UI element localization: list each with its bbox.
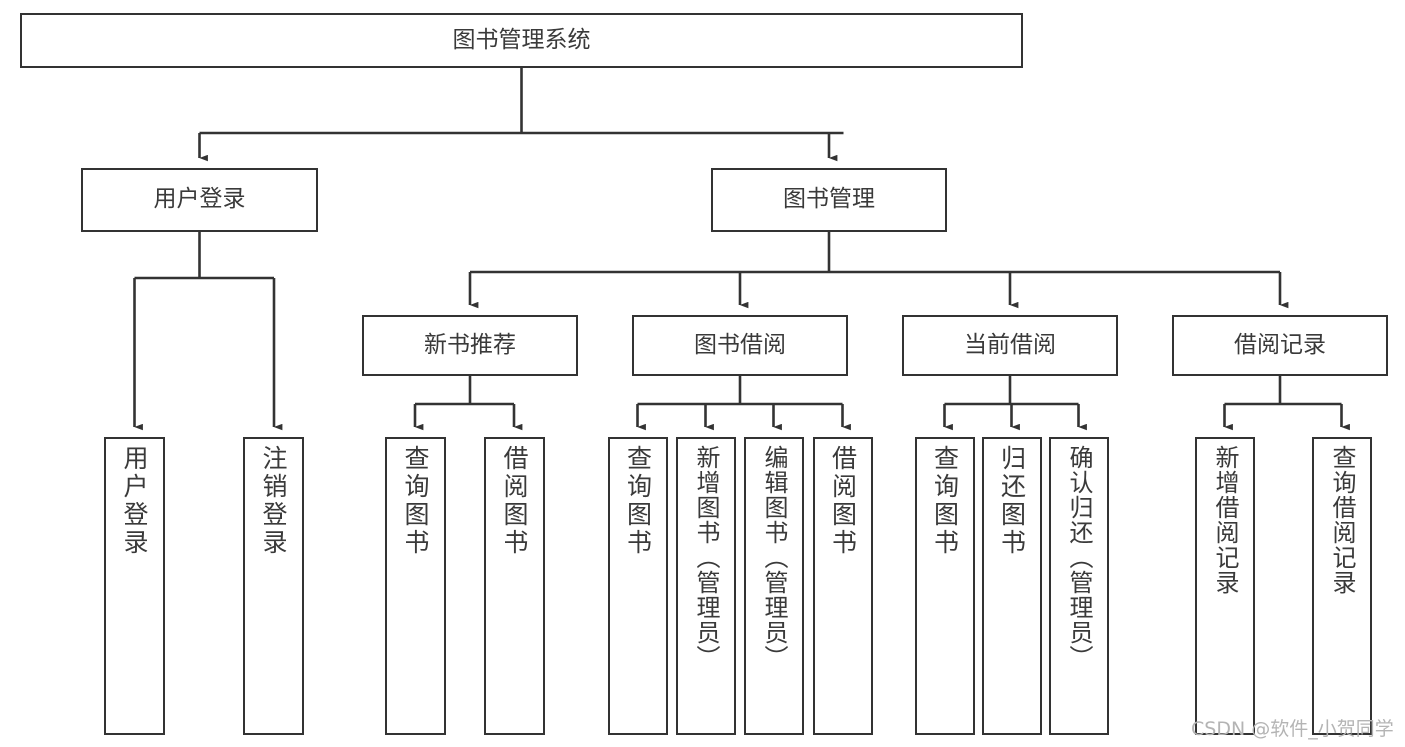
node-root-book-management-system[interactable]: 图书管理系统 bbox=[20, 13, 1023, 68]
watermark-text: CSDN @软件_小贺同学 bbox=[1191, 718, 1394, 740]
node-label: 确认归还（管理员） bbox=[1065, 445, 1093, 670]
node-book-borrowing[interactable]: 图书借阅 bbox=[632, 315, 848, 376]
leaf-current-borrow-confirm-return-admin[interactable]: 确认归还（管理员） bbox=[1049, 437, 1109, 735]
node-current-borrowing[interactable]: 当前借阅 bbox=[902, 315, 1118, 376]
node-label: 当前借阅 bbox=[964, 331, 1056, 358]
leaf-book-borrow-borrow-book[interactable]: 借阅图书 bbox=[813, 437, 873, 735]
leaf-new-book-borrow-book[interactable]: 借阅图书 bbox=[484, 437, 545, 735]
node-label: 新书推荐 bbox=[424, 331, 516, 358]
node-borrowing-record[interactable]: 借阅记录 bbox=[1172, 315, 1388, 376]
node-label: 查询图书 bbox=[930, 445, 960, 557]
node-label: 借阅图书 bbox=[828, 445, 858, 557]
leaf-current-borrow-return-book[interactable]: 归还图书 bbox=[982, 437, 1042, 735]
node-label: 查询图书 bbox=[623, 445, 653, 557]
node-label: 借阅记录 bbox=[1234, 331, 1326, 358]
node-label: 编辑图书（管理员） bbox=[760, 445, 788, 670]
leaf-new-book-query-book[interactable]: 查询图书 bbox=[385, 437, 446, 735]
node-user-login[interactable]: 用户登录 bbox=[81, 168, 318, 232]
leaf-current-borrow-query-book[interactable]: 查询图书 bbox=[915, 437, 975, 735]
leaf-book-borrow-edit-book-admin[interactable]: 编辑图书（管理员） bbox=[744, 437, 804, 735]
node-label: 注销登录 bbox=[259, 445, 288, 557]
node-label: 查询借阅记录 bbox=[1328, 445, 1356, 595]
node-label: 新增借阅记录 bbox=[1211, 445, 1239, 595]
leaf-book-borrow-query-book[interactable]: 查询图书 bbox=[608, 437, 668, 735]
leaf-user-login-login[interactable]: 用户登录 bbox=[104, 437, 165, 735]
leaf-borrow-record-add-record[interactable]: 新增借阅记录 bbox=[1195, 437, 1255, 735]
node-label: 图书管理 bbox=[783, 186, 875, 213]
leaf-user-login-logout[interactable]: 注销登录 bbox=[243, 437, 304, 735]
node-label: 用户登录 bbox=[120, 445, 149, 557]
node-label: 图书借阅 bbox=[694, 331, 786, 358]
node-new-book-recommendation[interactable]: 新书推荐 bbox=[362, 315, 578, 376]
node-book-management[interactable]: 图书管理 bbox=[711, 168, 947, 232]
node-label: 新增图书（管理员） bbox=[692, 445, 720, 670]
leaf-book-borrow-add-book-admin[interactable]: 新增图书（管理员） bbox=[676, 437, 736, 735]
node-label: 查询图书 bbox=[401, 445, 430, 557]
node-label: 用户登录 bbox=[153, 186, 246, 213]
leaf-borrow-record-query-record[interactable]: 查询借阅记录 bbox=[1312, 437, 1372, 735]
node-label: 借阅图书 bbox=[500, 445, 529, 557]
node-label: 归还图书 bbox=[997, 445, 1027, 557]
node-label: 图书管理系统 bbox=[452, 26, 591, 53]
